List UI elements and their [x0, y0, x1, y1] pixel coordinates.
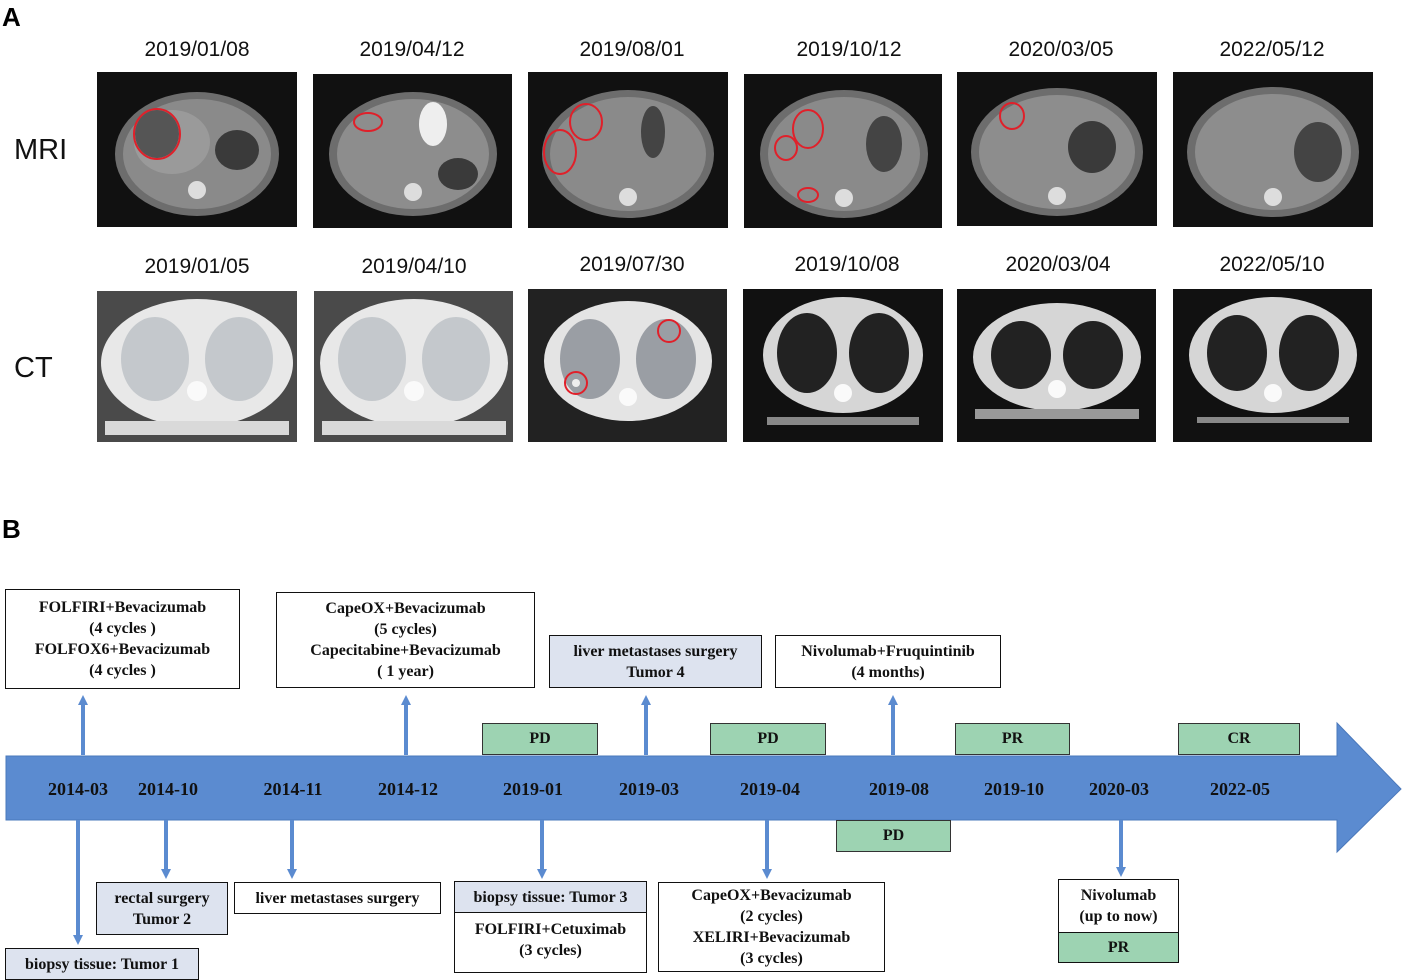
box-divider: [455, 912, 646, 913]
ct-date-6: 2022/05/10: [1219, 253, 1325, 276]
event-box-2019-08-immuno: Nivolumab+Fruquintinib (4 months): [775, 635, 1001, 688]
mri-date-3: 2019/08/01: [579, 38, 685, 61]
event-line: biopsy tissue: Tumor 1: [25, 955, 179, 973]
event-line: (3 cycles): [740, 950, 803, 967]
timeline-date-2019-10: 2019-10: [984, 779, 1044, 799]
status-badge-2020-03: PR: [1059, 932, 1178, 962]
mri-date-1: 2019/01/08: [144, 38, 250, 61]
ct-scan-2: [314, 291, 513, 442]
event-line: Capecitabine+Bevacizumab: [310, 642, 501, 659]
event-line: Tumor 4: [626, 663, 685, 681]
ct-scan-1: [97, 291, 297, 442]
event-line: (4 months): [851, 663, 925, 681]
ct-date-5: 2020/03/04: [1005, 253, 1111, 276]
timeline-date-2014-03: 2014-03: [48, 779, 108, 799]
chemo-section: FOLFIRI+Cetuximab (3 cycles): [475, 913, 626, 961]
timeline-date-2022-05: 2022-05: [1210, 779, 1270, 799]
event-box-2014-10-surgery: rectal surgery Tumor 2: [96, 882, 228, 935]
event-line: (4 cycles ): [89, 620, 156, 637]
event-box-2014-12-chemo: CapeOX+Bevacizumab (5 cycles) Capecitabi…: [276, 592, 535, 688]
event-line: liver metastases surgery: [573, 642, 738, 660]
panel-b-letter: B: [2, 514, 21, 544]
mri-scan-4: [744, 74, 942, 228]
timeline-date-2014-11: 2014-11: [263, 779, 323, 799]
event-line: Nivolumab: [1080, 887, 1157, 904]
timeline-date-2019-04: 2019-04: [740, 779, 800, 799]
ct-date-1: 2019/01/05: [144, 255, 250, 278]
mri-date-2: 2019/04/12: [359, 38, 465, 61]
event-box-2014-03-chemo: FOLFIRI+Bevacizumab (4 cycles ) FOLFOX6+…: [5, 589, 240, 689]
status-badge-2019-08: PD: [836, 820, 951, 852]
event-line: (5 cycles): [374, 621, 437, 638]
event-line: (2 cycles): [740, 908, 803, 925]
status-badge-2019-01: PD: [482, 723, 598, 755]
event-box-2014-03-biopsy: biopsy tissue: Tumor 1: [5, 948, 199, 980]
ct-date-3: 2019/07/30: [579, 253, 685, 276]
mri-row-label: MRI: [14, 134, 68, 166]
ct-scan-3: [528, 289, 727, 442]
event-box-2020-03-nivolumab: Nivolumab (up to now) PR: [1058, 879, 1179, 963]
event-box-2019-03-surgery: liver metastases surgery Tumor 4: [549, 635, 762, 688]
event-line: FOLFOX6+Bevacizumab: [34, 641, 211, 658]
event-line: FOLFIRI+Bevacizumab: [38, 599, 207, 616]
event-line: ( 1 year): [377, 663, 434, 680]
ct-scan-6: [1173, 289, 1372, 442]
nivolumab-section: Nivolumab (up to now): [1079, 880, 1157, 932]
mri-scan-5: [957, 72, 1157, 226]
event-line: Nivolumab+Fruquintinib: [801, 642, 975, 660]
event-line: rectal surgery: [114, 889, 210, 907]
mri-scan-1: [97, 72, 297, 227]
timeline-date-2019-03: 2019-03: [619, 779, 679, 799]
timeline-arrow: [5, 721, 1402, 854]
event-line: FOLFIRI+Cetuximab: [474, 921, 627, 938]
mri-date-5: 2020/03/05: [1008, 38, 1114, 61]
status-badge-2019-04: PD: [710, 723, 826, 755]
timeline-arrow-graphic: [5, 695, 1402, 945]
event-line: biopsy tissue: Tumor 3: [473, 888, 628, 906]
event-box-2019-04-chemo: CapeOX+Bevacizumab (2 cycles) XELIRI+Bev…: [658, 882, 885, 972]
ct-scan-4: [743, 289, 943, 442]
event-line: (4 cycles ): [89, 662, 156, 679]
mri-scan-6: [1173, 72, 1373, 227]
timeline-date-2014-10: 2014-10: [138, 779, 198, 799]
biopsy-header: biopsy tissue: Tumor 3: [455, 882, 646, 912]
event-line: CapeOX+Bevacizumab: [691, 887, 852, 904]
event-box-2014-11-surgery: liver metastases surgery: [234, 882, 441, 914]
ct-scan-5: [957, 289, 1156, 442]
event-line: CapeOX+Bevacizumab: [325, 600, 486, 617]
mri-date-6: 2022/05/12: [1219, 38, 1325, 61]
timeline-date-2019-01: 2019-01: [503, 779, 563, 799]
timeline-date-2020-03: 2020-03: [1089, 779, 1149, 799]
timeline-date-2014-12: 2014-12: [378, 779, 438, 799]
event-line: XELIRI+Bevacizumab: [692, 929, 851, 946]
event-line: Tumor 2: [132, 910, 192, 928]
mri-scan-2: [313, 74, 512, 228]
ct-date-4: 2019/10/08: [794, 253, 900, 276]
mri-date-4: 2019/10/12: [796, 38, 902, 61]
ct-date-2: 2019/04/10: [361, 255, 467, 278]
event-line: (up to now): [1079, 908, 1158, 925]
event-line: liver metastases surgery: [255, 889, 420, 907]
event-box-2019-01-biopsy: biopsy tissue: Tumor 3 FOLFIRI+Cetuximab…: [454, 881, 647, 973]
event-line: PR: [1107, 939, 1130, 956]
status-badge-2022-05: CR: [1178, 723, 1300, 755]
ct-row-label: CT: [14, 352, 53, 384]
status-badge-2019-10: PR: [955, 723, 1070, 755]
panel-a-letter: A: [2, 2, 21, 32]
mri-scan-3: [528, 72, 728, 228]
event-line: (3 cycles): [519, 942, 582, 959]
timeline-date-2019-08: 2019-08: [869, 779, 929, 799]
